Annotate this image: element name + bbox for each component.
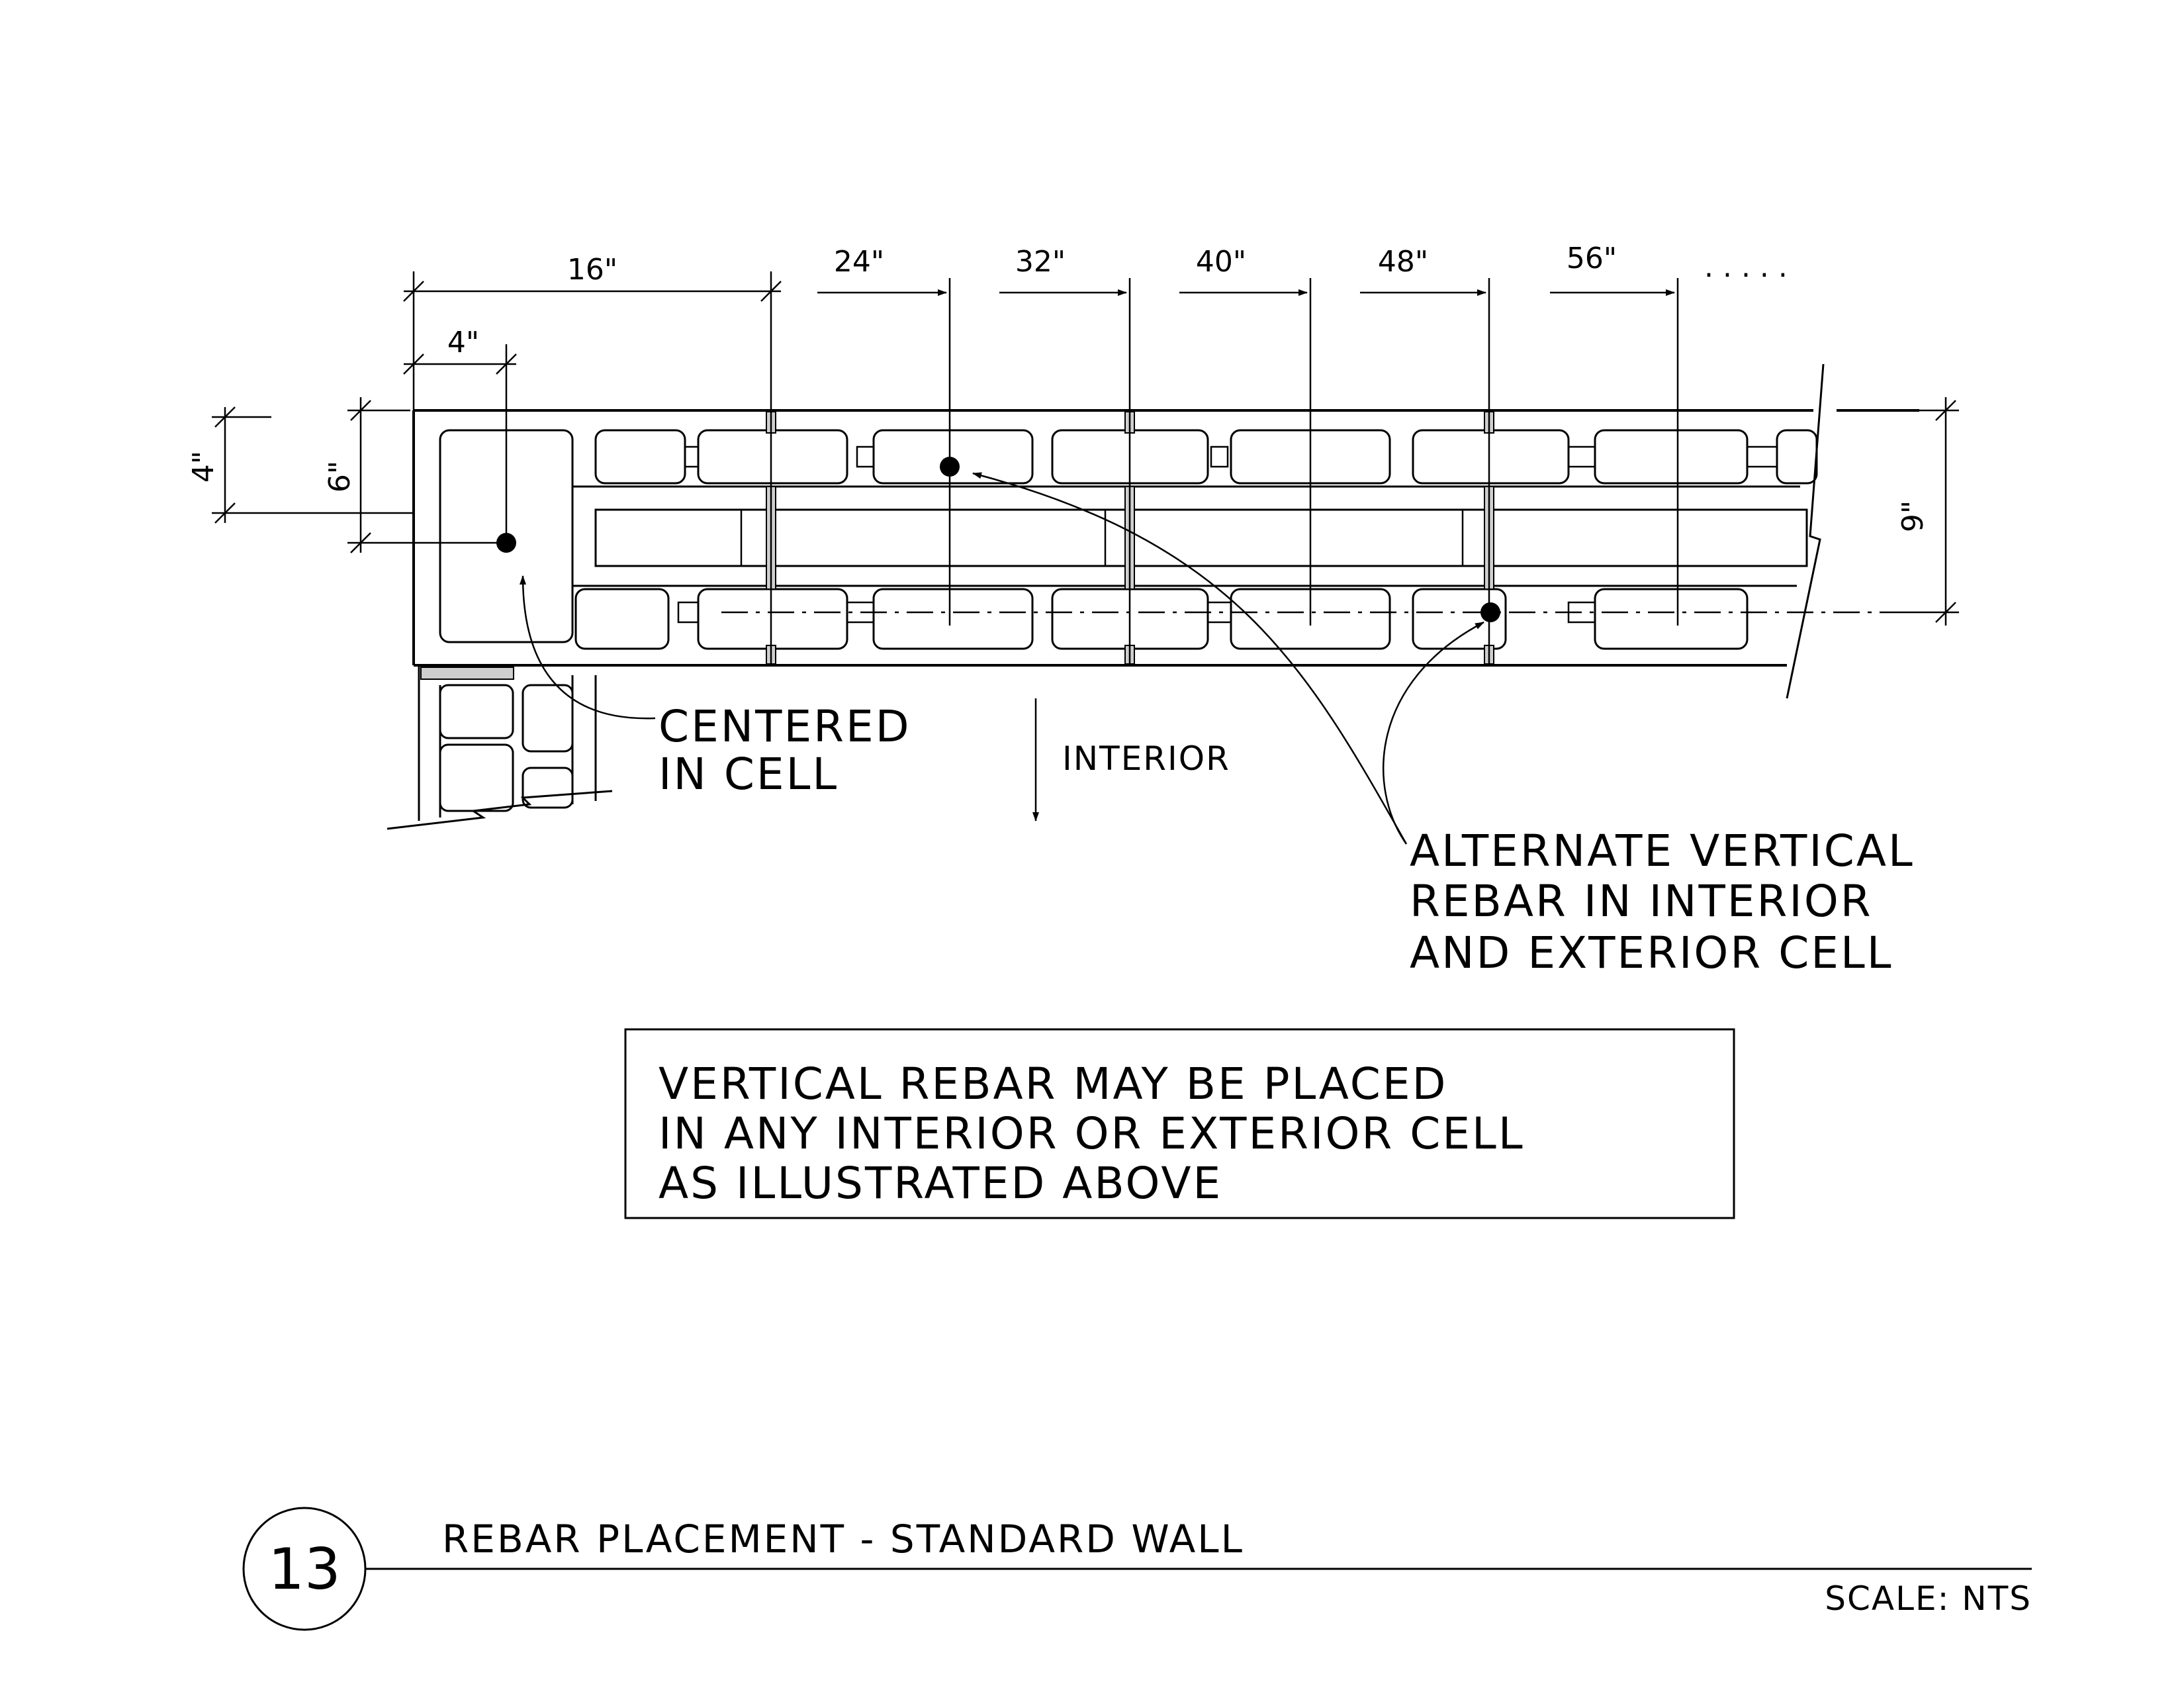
dim-56-label: 56" — [1567, 242, 1617, 275]
dim-48-label: 48" — [1378, 245, 1428, 279]
rebar-exterior-cell — [940, 457, 960, 477]
callout-alternate-line2: REBAR IN INTERIOR — [1410, 876, 1873, 927]
rebar-interior-cell — [1480, 602, 1500, 622]
note-line2: IN ANY INTERIOR OR EXTERIOR CELL — [659, 1108, 1525, 1159]
detail-scale: SCALE: NTS — [1825, 1579, 2032, 1618]
wall-plan — [387, 271, 1919, 830]
dim-6-label: 6" — [323, 461, 357, 492]
callout-centered-line1: CENTERED — [659, 701, 911, 752]
return-wall-break-line — [387, 790, 613, 830]
dim-4-top-label: 4" — [447, 326, 479, 359]
detail-title: REBAR PLACEMENT - STANDARD WALL — [442, 1517, 1244, 1562]
leader-centered — [520, 575, 656, 720]
dim-9-label: 9" — [1896, 500, 1930, 532]
middle-cell-band — [594, 508, 1808, 567]
interior-label: INTERIOR — [1062, 739, 1230, 778]
top-dimensions: 16" 4" 24" 32" 40" 48" 56" . . . . . — [403, 242, 1788, 375]
callout-alternate-line1: ALTERNATE VERTICAL — [1410, 825, 1915, 876]
interior-direction: INTERIOR — [1032, 698, 1230, 821]
note-box-border — [624, 1028, 1735, 1219]
leader-alternate-interior — [1382, 621, 1484, 845]
note-line1: VERTICAL REBAR MAY BE PLACED — [659, 1058, 1447, 1109]
callout-alternate-line3: AND EXTERIOR CELL — [1410, 927, 1893, 978]
wall-break-line — [1786, 363, 1825, 699]
title-block: 13 REBAR PLACEMENT - STANDARD WALL SCALE… — [242, 1507, 2032, 1631]
top-cell-row — [594, 429, 1818, 485]
dim-24-label: 24" — [834, 245, 884, 279]
dim-40-label: 40" — [1196, 245, 1246, 279]
dim-32-label: 32" — [1015, 245, 1066, 279]
dim-continuation-dots: . . . . . — [1704, 250, 1788, 284]
dim-4-left-label: 4" — [187, 451, 220, 483]
return-wall — [387, 665, 613, 830]
left-dimensions: 4" 6" — [187, 397, 506, 553]
bottom-cell-row — [574, 588, 1749, 650]
leader-alternate-exterior — [972, 472, 1408, 845]
note-line3: AS ILLUSTRATED ABOVE — [659, 1158, 1222, 1209]
leaders — [520, 472, 1484, 845]
dim-16-label: 16" — [567, 253, 617, 287]
extension-lines — [412, 271, 1679, 665]
detail-number: 13 — [268, 1536, 340, 1603]
note-box: VERTICAL REBAR MAY BE PLACED IN ANY INTE… — [624, 1028, 1735, 1219]
right-dimension: 9" — [1840, 397, 1959, 626]
callout-centered-line2: IN CELL — [659, 749, 839, 800]
